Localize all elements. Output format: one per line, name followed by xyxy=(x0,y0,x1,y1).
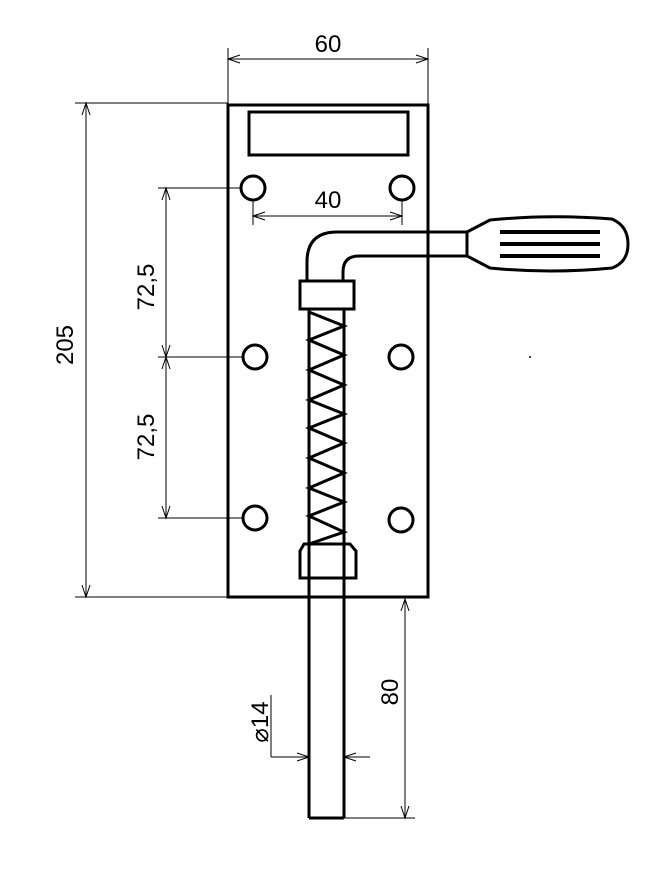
dim-label-205: 205 xyxy=(52,325,79,365)
dim-pin-extension xyxy=(344,597,415,820)
top-slot xyxy=(247,110,410,157)
dim-width-top xyxy=(226,48,430,105)
dim-label-72-5-lower: 72,5 xyxy=(133,414,160,461)
upper-collar xyxy=(298,279,356,311)
pin-rod xyxy=(307,308,346,820)
dim-label-72-5-upper: 72,5 xyxy=(133,264,160,311)
mounting-hole xyxy=(387,343,415,371)
base-plate xyxy=(226,103,430,599)
handle-arm xyxy=(305,230,467,281)
mounting-hole xyxy=(387,506,415,534)
dim-hole-spacing xyxy=(251,200,404,225)
handle-grip xyxy=(465,215,630,273)
dim-hole-pitch xyxy=(158,186,243,520)
dim-label-60: 60 xyxy=(315,31,342,58)
mounting-hole xyxy=(388,174,416,202)
dim-pin-diameter xyxy=(270,695,370,762)
stray-dot xyxy=(529,356,531,358)
mounting-hole xyxy=(239,174,267,202)
spring xyxy=(305,310,349,546)
dim-label-40: 40 xyxy=(315,187,342,214)
dim-overall-height xyxy=(75,101,228,599)
dim-label-80: 80 xyxy=(377,679,404,706)
dim-label-diameter-14: ⌀14 xyxy=(247,701,274,742)
lower-collar xyxy=(298,542,358,580)
mounting-hole xyxy=(241,343,269,371)
mounting-hole xyxy=(241,504,269,532)
